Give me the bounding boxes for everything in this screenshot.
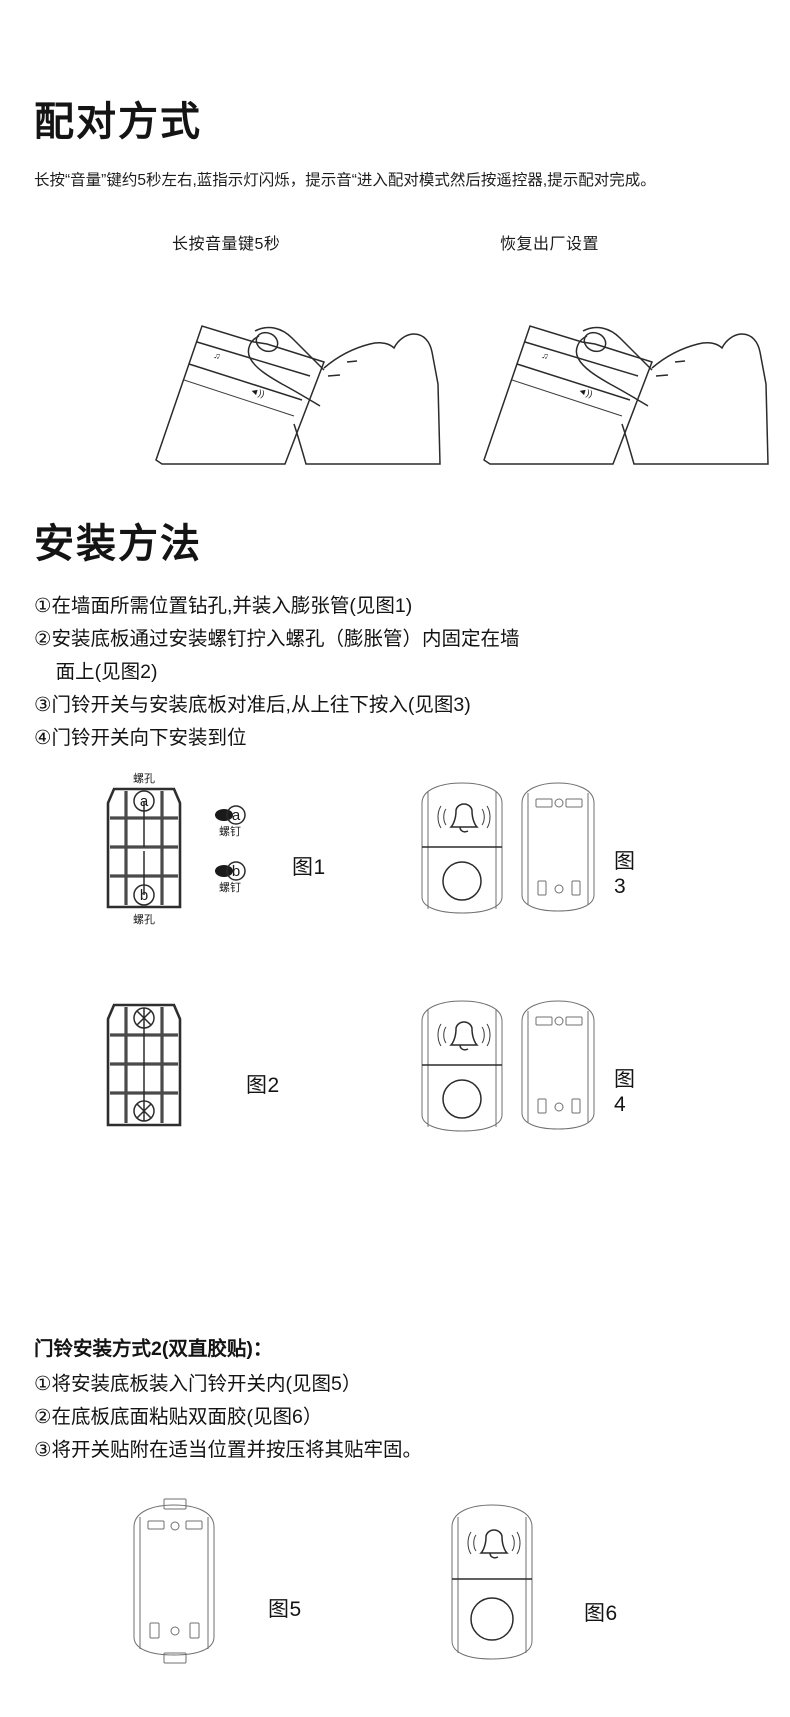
figure-6: 图6 [418,1501,668,1676]
figure-1: 螺孔 a [96,772,346,933]
figure-3-label: 图3 [614,850,636,898]
figure-3: 图3 [386,781,636,931]
figure-1-bottom-label: 螺孔 [133,913,155,926]
doorbell-round-button [442,861,482,901]
pairing-illustration-1: 长按音量键5秒 ♫ ◄)) [142,230,442,465]
wall-grid-with-screws-diagram [106,1003,182,1127]
installation-steps: ①在墙面所需位置钻孔,并装入膨张管(见图1) ②安装底板通过安装螺钉拧入螺孔（膨… [34,590,756,755]
adhesive-figures: 图5 [34,1497,756,1717]
mounting-plate-diagram [133,1498,215,1664]
doorbell-round-button [470,1597,514,1641]
bell-ringing-icon [467,1529,521,1559]
installation-figures: 螺孔 a [34,772,756,1113]
figure-4-label: 图4 [614,1068,636,1116]
screw-a-icon: a 螺钉 [215,805,246,838]
figure-5: 图5 [100,1497,350,1672]
svg-text:◄)): ◄)) [249,385,266,399]
figure-1-label: 图1 [292,856,326,879]
figure-1-top-label: 螺孔 [133,772,155,785]
svg-text:♫: ♫ [541,350,550,362]
doorbell-and-plate-diagram [421,782,595,914]
figure-1-screw-a-label: 螺钉 [219,825,241,838]
figure-1-hole-marker-b: b [140,887,148,904]
pairing-section-heading: 配对方式 [34,100,202,144]
mounting-plate-icon [133,1498,215,1664]
svg-text:b: b [232,863,240,880]
adhesive-step: ①将安装底板装入门铃开关内(见图5） [34,1373,362,1395]
screw-b-icon: b 螺钉 [215,861,246,894]
installation-step: ①在墙面所需位置钻孔,并装入膨张管(见图1) [34,595,413,617]
figure-4: 图4 [386,999,636,1149]
installed-screw-bottom [133,1100,155,1122]
doorbell-unit-icon [421,1000,503,1132]
doorbell-and-plate-diagram [421,1000,595,1132]
figure-1-hole-marker-a: a [140,793,149,810]
bell-ringing-icon [437,1021,491,1051]
bell-ringing-icon [437,803,491,833]
svg-text:◄)): ◄)) [577,385,594,399]
hand-pressing-device-icon: ♫ ◄)) [155,325,441,465]
installation-step: ④门铃开关向下安装到位 [34,727,247,749]
pairing-illustration-1-caption: 长按音量键5秒 [172,236,281,253]
figure-2-label: 图2 [246,1074,280,1097]
figure-2: 图2 [96,997,346,1150]
installation-figures-row-2: 图2 [34,1000,756,1327]
figure-1-screw-b-label: 螺钉 [219,881,241,894]
doorbell-round-button [442,1079,482,1119]
installation-step: ②安装底板通过安装螺钉拧入螺孔（膨胀管）内固定在墙 面上(见图2) [34,628,520,683]
pairing-illustration-2-caption: 恢复出厂设置 [500,236,600,253]
pairing-illustrations: 长按音量键5秒 ♫ ◄)) [34,230,769,465]
svg-text:♫: ♫ [213,350,222,362]
figure-6-label: 图6 [584,1602,618,1625]
doorbell-unit-icon [421,782,503,914]
wall-grid-with-holes-diagram: 螺孔 a [106,772,246,926]
mounting-plate-icon [521,1000,595,1130]
mounting-plate-icon [521,782,595,912]
installation-step: ③门铃开关与安装底板对准后,从上往下按入(见图3) [34,694,471,716]
installation-section-heading: 安装方法 [34,522,202,566]
pairing-illustration-2: 恢复出厂设置 ♫ ◄)) [470,230,770,465]
doorbell-front-diagram [451,1504,533,1660]
figure-5-label: 图5 [268,1598,302,1621]
hand-pressing-device-icon: ♫ ◄)) [483,325,769,465]
plate-bottom-tab [163,1652,187,1664]
doorbell-unit-icon [451,1504,533,1660]
plate-top-tab [163,1498,187,1510]
adhesive-step: ②在底板底面粘贴双面胶(见图6） [34,1406,323,1428]
svg-text:a: a [232,807,241,824]
adhesive-steps: ①将安装底板装入门铃开关内(见图5） ②在底板底面粘贴双面胶(见图6） ③将开关… [34,1368,756,1467]
pairing-description: 长按“音量”键约5秒左右,蓝指示灯闪烁，提示音“进入配对模式然后按遥控器,提示配… [34,172,656,189]
adhesive-section-heading: 门铃安装方式2(双直胶贴)： [34,1338,273,1360]
adhesive-step: ③将开关贴附在适当位置并按压将其贴牢固。 [34,1439,422,1461]
